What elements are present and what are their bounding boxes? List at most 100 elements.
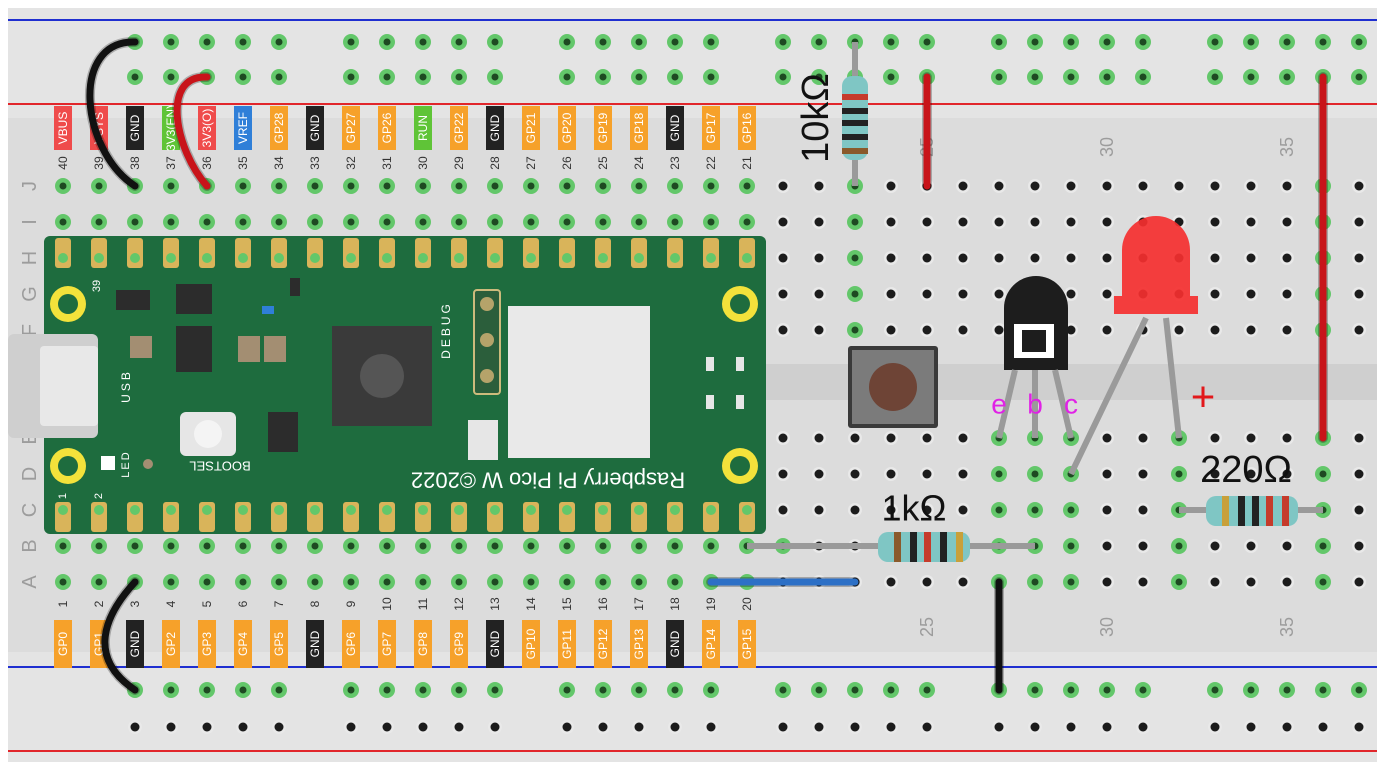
- bootsel-button-cap: [194, 420, 222, 448]
- grid-hole: [851, 218, 859, 226]
- bottom-pin-number: 12: [452, 597, 466, 611]
- grid-hole: [1067, 542, 1075, 550]
- pico-pad-hole: [490, 505, 500, 515]
- top-pin-label: GP19: [596, 112, 610, 143]
- rail-hole: [491, 38, 499, 46]
- grid-hole: [1102, 577, 1112, 587]
- grid-hole: [778, 181, 788, 191]
- rail-hole: [131, 73, 139, 81]
- rail-hole: [455, 686, 463, 694]
- cap-1: [130, 336, 152, 358]
- top-pin-tag: [666, 106, 684, 150]
- debug-pin: [480, 369, 494, 383]
- rail-hole: [563, 686, 571, 694]
- rail-hole: [347, 73, 355, 81]
- bottom-pin-number: 11: [416, 597, 430, 610]
- grid-hole: [311, 542, 319, 550]
- grid-hole: [922, 289, 932, 299]
- top-pin-number: 22: [704, 156, 718, 170]
- rail-hole: [1103, 686, 1111, 694]
- led-body: [1114, 216, 1198, 314]
- grid-hole: [886, 217, 896, 227]
- led-cathode-lead: [1068, 316, 1149, 476]
- resistor-right-band: [1252, 496, 1259, 526]
- grid-hole: [922, 433, 932, 443]
- grid-hole: [994, 217, 1004, 227]
- pico-pad-hole: [418, 505, 428, 515]
- usb-label: USB: [119, 369, 133, 403]
- transistor-pin-c: c: [1064, 389, 1078, 420]
- grid-hole: [1246, 469, 1256, 479]
- grid-hole: [1354, 253, 1364, 263]
- rail-hole: [671, 686, 679, 694]
- rail-hole: [203, 38, 211, 46]
- chip-small-2: [176, 326, 212, 372]
- pico-pad-hole: [598, 253, 608, 263]
- small-white-part: [468, 420, 498, 460]
- resistor-top-band: [842, 148, 868, 154]
- rail-hole: [275, 73, 283, 81]
- grid-hole: [922, 217, 932, 227]
- bottom-pin-tag: [450, 620, 468, 668]
- rail-hole: [166, 722, 176, 732]
- rail-hole: [275, 38, 283, 46]
- grid-hole: [347, 578, 355, 586]
- onboard-led-pad: [143, 459, 153, 469]
- pico-pad-hole: [670, 505, 680, 515]
- wire-3v3: [173, 73, 211, 190]
- pico-pad-hole: [562, 505, 572, 515]
- grid-hole: [1138, 541, 1148, 551]
- grid-hole: [1030, 181, 1040, 191]
- mounting-hole-center: [58, 456, 78, 476]
- resistor-top-band: [842, 120, 868, 126]
- bottom-pin-tag: [702, 620, 720, 668]
- row-letter-J: J: [19, 181, 41, 191]
- grid-hole: [383, 182, 391, 190]
- grid-hole: [635, 542, 643, 550]
- rail-hole: [1283, 38, 1291, 46]
- rail-hole: [1354, 722, 1364, 732]
- pico-pad-hole: [634, 505, 644, 515]
- rail-hole: [382, 722, 392, 732]
- pico-model-text: Raspberry Pi Pico W ©2022: [411, 468, 685, 493]
- grid-hole: [95, 578, 103, 586]
- bottom-pin-number: 6: [236, 600, 250, 607]
- grid-hole: [1210, 469, 1220, 479]
- pico-pad-hole: [454, 253, 464, 263]
- grid-hole: [994, 253, 1004, 263]
- row-letter-D: D: [19, 467, 41, 481]
- grid-hole: [419, 578, 427, 586]
- bottom-pin-tag: [666, 620, 684, 668]
- grid-hole: [994, 325, 1004, 335]
- rail-hole: [238, 722, 248, 732]
- rail-hole: [239, 38, 247, 46]
- resistor-right-band: [1266, 496, 1273, 526]
- grid-hole: [778, 289, 788, 299]
- rail-hole: [1139, 38, 1147, 46]
- grid-hole: [1067, 578, 1075, 586]
- rail-hole: [922, 722, 932, 732]
- rail-hole: [779, 73, 787, 81]
- rail-hole: [1319, 686, 1327, 694]
- bottom-pin-label: GP11: [560, 629, 574, 659]
- bottom-pin-number: 7: [272, 600, 286, 607]
- rail-hole: [202, 722, 212, 732]
- rail-hole: [887, 73, 895, 81]
- bottom-pin-tag: [342, 620, 360, 668]
- grid-hole: [311, 218, 319, 226]
- cap-3: [264, 336, 286, 362]
- grid-hole: [563, 182, 571, 190]
- grid-hole: [455, 218, 463, 226]
- top-pin-tag: [306, 106, 324, 150]
- grid-hole: [1210, 217, 1220, 227]
- grid-hole: [419, 218, 427, 226]
- bottom-pin-label: GP4: [236, 632, 250, 656]
- grid-hole: [1319, 542, 1327, 550]
- rail-hole: [779, 686, 787, 694]
- grid-hole: [1354, 505, 1364, 515]
- grid-hole: [886, 253, 896, 263]
- rail-hole: [887, 686, 895, 694]
- grid-hole: [491, 542, 499, 550]
- top-pin-label: GP27: [344, 112, 358, 143]
